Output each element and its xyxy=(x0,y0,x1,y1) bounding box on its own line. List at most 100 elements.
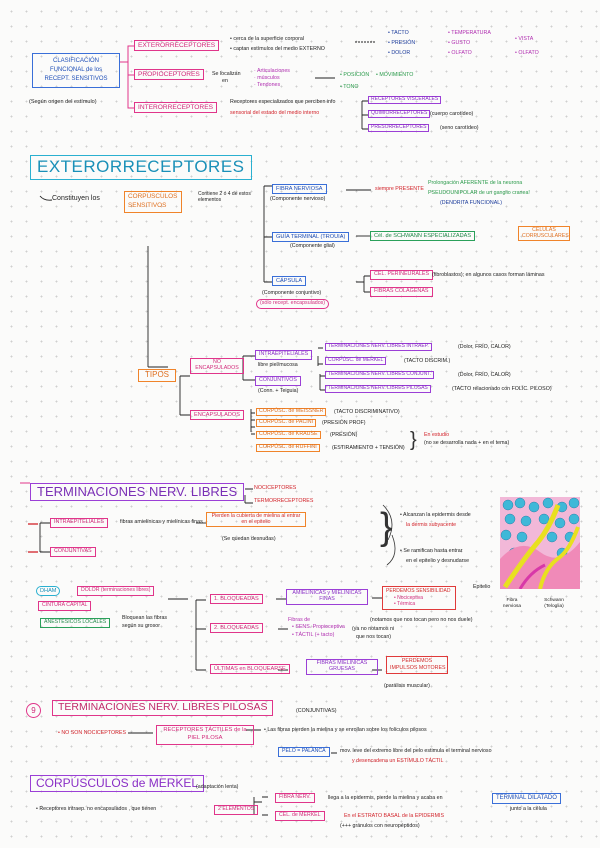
tnlp-no-son: • NO SON NOCICEPTORES xyxy=(58,730,126,736)
perineurales-box: CÉL. PERINEURALES xyxy=(370,270,434,280)
b1-note: (notamos que nos tocan pero no nos duele… xyxy=(370,617,473,623)
en-box-ruffini: CORPÚSC. de RUFFINI xyxy=(256,444,320,452)
merkel-llega: llega a la epidermis, pierde la mielina … xyxy=(328,795,443,801)
en-side-krause: (PRESIÓN) xyxy=(330,432,358,438)
prop-note-1: Se localizan xyxy=(212,71,241,77)
epithelium-illustration xyxy=(500,497,580,590)
tnl-fibras: fibras amielínicas y mielínicas finas xyxy=(120,519,203,525)
ext-note-1-text: • cerca de la superficie corporal xyxy=(230,36,304,42)
pseudo-text: PSEUDOUNIPOLAR de un ganglio cranea! xyxy=(428,190,530,196)
tnlp-pelo-box: PELO = PALANCA xyxy=(278,747,330,757)
tnl-brace: } xyxy=(380,506,393,548)
exteroreceptores-heading: EXTERORRECEPTORES xyxy=(30,155,252,180)
b2-note-2: que nos tocan) xyxy=(356,634,392,640)
bloquean-2: según su grosor xyxy=(122,623,160,629)
capsula-box: CÁPSULA xyxy=(272,276,307,287)
ext-item-vista: • VISTA xyxy=(515,36,534,42)
en-side-meissner: (TACTO DISCRIMINATIVO) xyxy=(334,409,400,415)
epithelium-drawing xyxy=(500,497,580,590)
fibra-comp: (Componente nervioso) xyxy=(270,196,326,202)
b2-note-1: (ya no notamos ni xyxy=(352,626,395,632)
tnl-desnudas: (Se quedan desnudas) xyxy=(222,536,276,542)
ext-item-presion: • PRESIÓN xyxy=(388,40,416,47)
merkel-cel-box: CÉL. de MERKEL xyxy=(275,811,325,821)
tipos-box: TIPOS xyxy=(138,369,177,382)
int-box-quimio: QUIMIORRECEPTORES xyxy=(368,110,431,118)
conj-note: (Conn. + Teiguia) xyxy=(258,388,299,394)
tnl-termo: TERMORRECEPTORES xyxy=(254,498,314,504)
merkel-heading: CORPÚSCULOS de MERKEL xyxy=(30,775,205,793)
celulas-corpusculares-box: CÉLULAS CORPUSCULARES xyxy=(518,226,570,242)
prop-note-2: en xyxy=(222,78,228,84)
cintura-box: CINTURA CAPITAL xyxy=(38,601,92,611)
b2-fibras-label: Fibras de xyxy=(288,617,311,623)
ne-box-intraep: TERMINACIONES NERV. LIBRES INTRAEP. xyxy=(325,343,432,351)
libre-piel-text: libre piel/mucosa xyxy=(258,362,298,368)
dendrita-text: (DENDRITA FUNCIONAL) xyxy=(440,200,502,206)
tnl-conjuntivas-box: CONJUNTIVAS xyxy=(50,547,96,557)
ne-box-conjunt: TERMINACIONES NERV. LIBRES CONJUNT. xyxy=(325,371,435,379)
int-side-quimio: (cuerpo carotídeo) xyxy=(430,111,474,117)
conjuntivos-box: CONJUNTIVOS xyxy=(255,376,301,386)
en-box-krause: CORPÚSC. de KRAUSE xyxy=(256,431,321,439)
img-label-epitelio: Epitelio xyxy=(473,584,491,590)
ne-side-conjunt: (Dolor, FRÍO, CALOR) xyxy=(458,372,511,378)
int-note-2: sensorial del estado del medio interno xyxy=(230,110,320,116)
section-number-badge: 9 xyxy=(26,703,41,718)
b2-fibras: Fibras de • SENS. Propioceptiva • TÁCTIL… xyxy=(288,617,345,639)
merkel-estrato: En el ESTRATO BASAL de la EPIDERMIS xyxy=(344,813,444,819)
tnl-heading: TERMINACIONES NERV. LIBRES xyxy=(30,483,245,502)
b1-fibras-box: AMIELÍNICAS y MIELÍNICAS FINAS xyxy=(286,589,368,605)
int-box-preso: PRESORRECEPTORES xyxy=(368,124,430,132)
fibras-colagenas-box: FIBRAS COLÁGENAS xyxy=(370,287,433,297)
dham-box: DHAM xyxy=(36,586,61,597)
tnl-alcanzan-2: la dermis subyacente xyxy=(406,522,457,528)
contiene-text: Contiene 2 ó 4 de estos elementos xyxy=(198,191,251,203)
merkel-terminal-box: TERMINAL DILATADO xyxy=(492,793,561,804)
ne-box-merkel: CORPÚSC. de MERKEL xyxy=(325,357,387,365)
merkel-granulos: (+++ gránulos con neuropéptidos) xyxy=(340,823,420,829)
int-note-1: Receptores especializados que perciben i… xyxy=(230,99,336,105)
img-label-fibra: Fibra nerviosa xyxy=(502,598,522,609)
ext-list-1: • TACTO • PRESIÓN • DOLOR xyxy=(388,28,415,58)
ext-note-2-text: • captan estímulos del medio EXTERNO xyxy=(230,46,325,52)
ne-side-intraep: (Dolor, FRÍO, CALOR) xyxy=(458,344,511,350)
prop-places: · Articulaciones · músculos · Tendones xyxy=(254,68,290,89)
b3-box: ÚLTIMAS en BLOQUEARSE xyxy=(210,664,290,675)
tnl-alcanzan-1: • Alcanzan la epidermis desde xyxy=(400,512,471,518)
guia-terminal-box: GUÍA TERMINAL (TROUIA) xyxy=(272,232,350,243)
propioceptores-box: PROPIOCEPTORES xyxy=(134,69,204,81)
bloquean-1: Bloquean las fibras xyxy=(122,615,168,621)
en-box-pacini: CORPÚSC. de PACINI xyxy=(256,419,317,427)
prolong-text: Prolongación AFERENTE de la neurona xyxy=(428,180,523,186)
int-box-viscerales: RECEPTORES VISCERALES xyxy=(368,96,442,104)
anestesicos-box: ANESTÉSICOS LOCALES xyxy=(40,618,111,628)
classification-title-l3: RECEPT. SENSITIVOS xyxy=(44,76,108,82)
merkel-adapt: (adaptación lenta) xyxy=(196,784,239,790)
ext-list-3: • VISTA • OLFATO xyxy=(515,33,539,61)
schwann-box: Cél. de SCHWANN ESPECIALIZADAS xyxy=(370,231,476,242)
en-brace: } xyxy=(410,429,417,451)
ext-item-dolor: • DOLOR xyxy=(388,50,411,57)
solo-encaps-note: (sólo recept. encapsulados) xyxy=(256,299,330,309)
prop-item-movimiento: • MOVIMIENTO xyxy=(376,72,414,78)
en-estudio-2: (no se desarrolla nada + en el tema) xyxy=(424,440,510,446)
b2-item-prop: • SENS. Propioceptiva xyxy=(292,624,345,631)
dolor-box: DOLOR (terminaciones libres) xyxy=(77,586,155,596)
siempre-presente: siempre PRESENTE xyxy=(375,186,424,192)
b1-perdemos: PERDEMOS SENSIBILIDAD xyxy=(386,588,451,594)
b3-note: (parálisis muscular) xyxy=(384,683,430,689)
capsula-comp: (Componente conjuntivo) xyxy=(262,290,322,296)
b1-perdemos-box: PERDEMOS SENSIBILIDAD • Nociceptiva • Té… xyxy=(382,586,456,610)
en-box-meissner: CORPÚSC. de MEISSNER xyxy=(256,408,327,416)
tnlp-receptores-box: RECEPTORES TÁCTILES de la PIEL PILOSA xyxy=(156,725,254,745)
classification-title-l2: FUNCIONAL de los xyxy=(49,67,103,73)
en-estudio: En estudio xyxy=(424,432,450,438)
merkel-junto: junto a la célula xyxy=(510,806,547,812)
b3-perdemos-box: PERDEMOS IMPULSOS MOTORES xyxy=(386,656,448,674)
tnl-pierden-box: Pierden la cubierta de mielina al entrar… xyxy=(206,512,306,528)
prop-item-posicion: • POSICIÓN xyxy=(340,72,370,78)
ne-side-pilosas: (TACTO relacionado con FOLÍC. PILOSO) xyxy=(452,386,552,392)
prop-place-articulaciones: · Articulaciones xyxy=(254,68,290,74)
